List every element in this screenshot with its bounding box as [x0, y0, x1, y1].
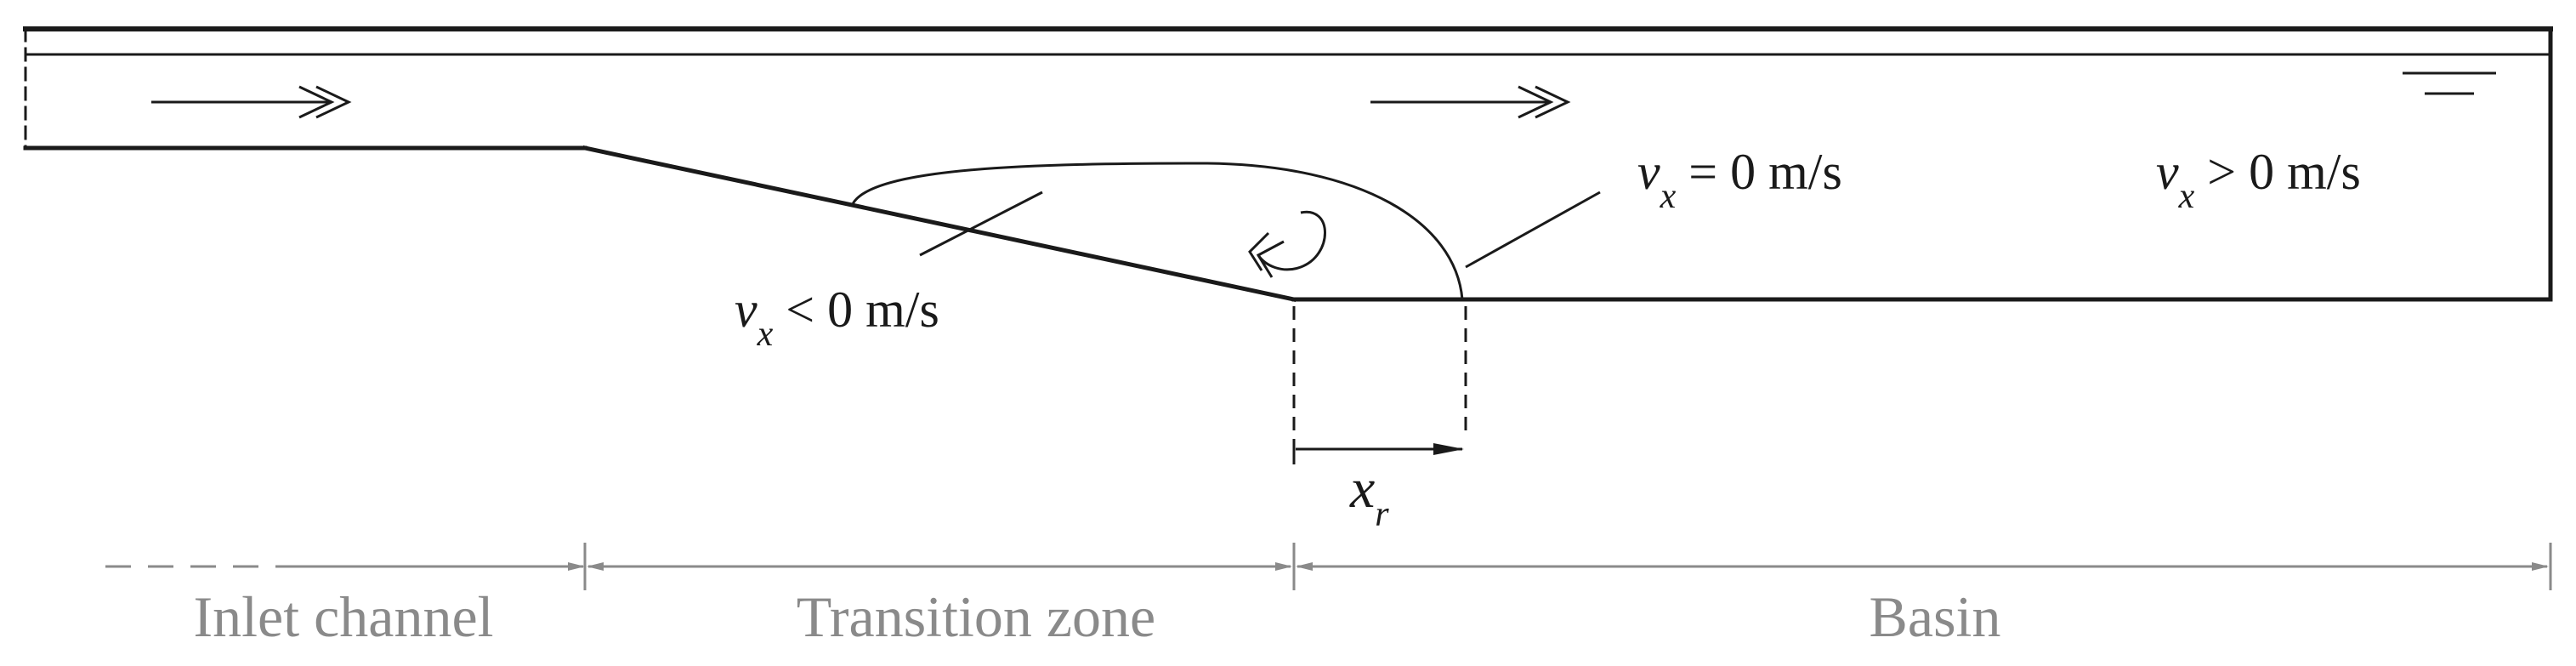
flow-arrow-icon: [1370, 85, 1571, 119]
recirculation-arrow-icon: [1248, 210, 1326, 278]
velocity-label-negative: vx < 0 m/s: [735, 282, 939, 354]
reattachment-length-dimension: [1292, 306, 1467, 464]
channel-outline: [23, 26, 2553, 302]
transition-slope: [582, 145, 1297, 302]
leader-line-zero: [1465, 191, 1601, 269]
leader-line-negative: [919, 191, 1043, 257]
zone-label-transition: Transition zone: [797, 584, 1155, 649]
velocity-label-positive: vx > 0 m/s: [2156, 144, 2361, 216]
recirculation-zone-boundary: [850, 162, 1464, 300]
reattachment-length-label: xr: [1349, 458, 1389, 534]
water-surface-icon: [2403, 71, 2496, 95]
flow-arrow-icon: [151, 85, 352, 119]
velocity-label-zero: vx = 0 m/s: [1637, 144, 1842, 216]
zone-dimensions: [105, 543, 2552, 590]
zone-label-basin: Basin: [1870, 584, 2001, 649]
zone-label-inlet: Inlet channel: [193, 584, 493, 649]
